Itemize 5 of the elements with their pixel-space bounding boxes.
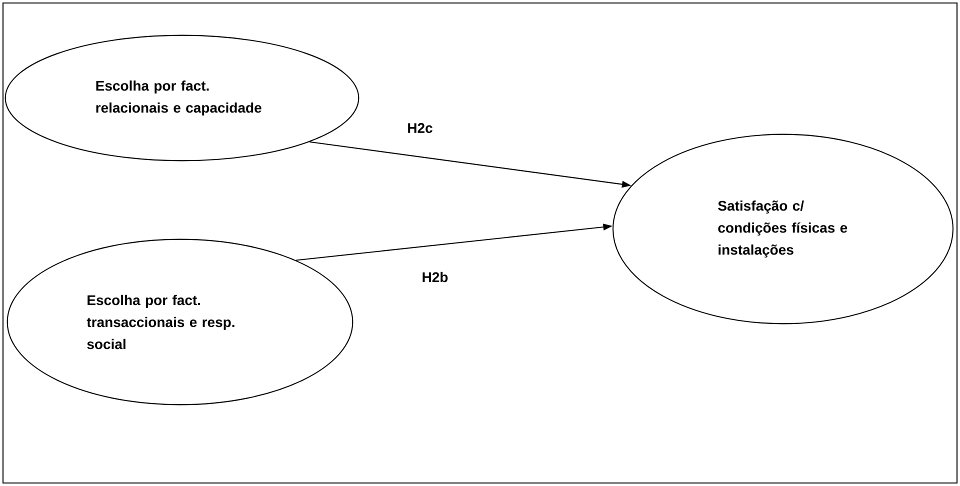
edge-label: H2c [406,122,434,134]
ellipse-node: Satisfação c/ condições físicas e instalações [612,134,954,324]
ellipse-node: Escolha por fact. relacionais e capacidade [4,34,360,162]
ellipse-node: Escolha por fact. transaccionais e resp. social [6,238,354,406]
edge-label: H2b [420,270,450,284]
